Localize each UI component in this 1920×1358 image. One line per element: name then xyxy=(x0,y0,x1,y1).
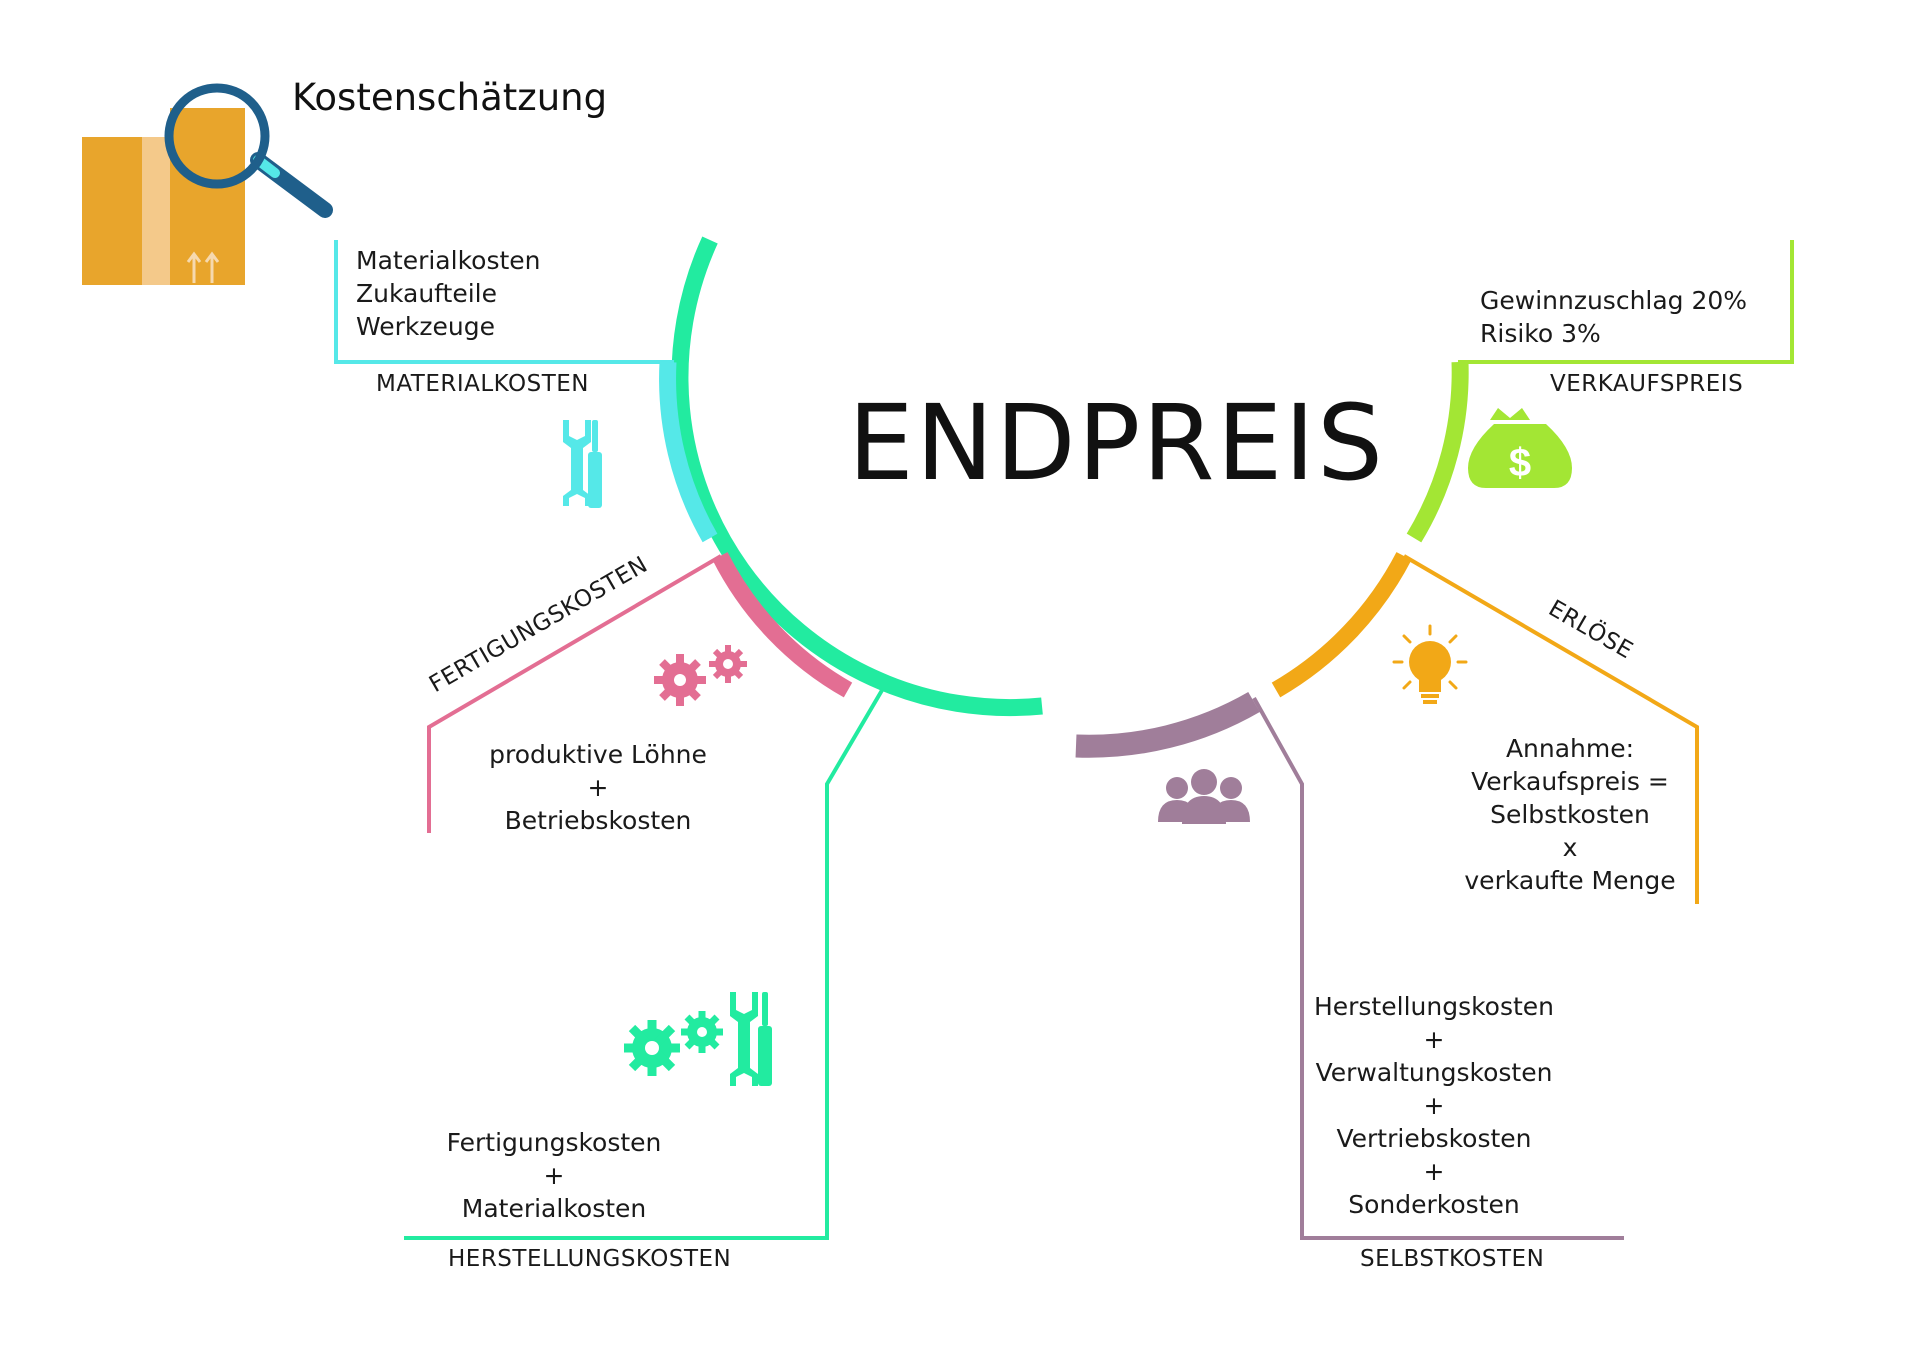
erloese-arc xyxy=(1271,552,1412,698)
selbstkosten-frame xyxy=(1252,697,1624,1240)
fertigungskosten-text: produktive Löhne + Betriebskosten xyxy=(480,738,716,837)
materialkosten-line: Zukaufteile xyxy=(356,279,497,308)
verkaufspreis-text: Gewinnzuschlag 20% Risiko 3% xyxy=(1480,284,1747,350)
herstellungskosten-frame xyxy=(404,678,890,1240)
erloese-text: Annahme: Verkaufspreis = Selbstkosten x … xyxy=(1456,732,1684,897)
materialkosten-line: Materialkosten xyxy=(356,246,541,275)
svg-text:$: $ xyxy=(1509,441,1531,485)
gears-tools-icon xyxy=(624,992,772,1086)
selbstkosten-text: Herstellungskosten + Verwaltungskosten +… xyxy=(1306,990,1562,1221)
box-magnifier-icon xyxy=(82,83,333,285)
herstellungskosten-line: Fertigungskosten xyxy=(446,1128,662,1157)
tools-icon xyxy=(563,420,602,508)
fertigungskosten-arc xyxy=(712,552,853,698)
money-bag-icon: $ xyxy=(1468,408,1572,488)
selbstkosten-line: Vertriebskosten xyxy=(1336,1124,1532,1153)
verkaufspreis-label: VERKAUFSPREIS xyxy=(1550,371,1744,397)
materialkosten-text: Materialkosten Zukaufteile Werkzeuge xyxy=(356,244,541,343)
herstellungskosten-line: Materialkosten xyxy=(461,1194,647,1223)
selbstkosten-line: Sonderkosten xyxy=(1348,1190,1520,1219)
selbstkosten-line: Verwaltungskosten xyxy=(1315,1058,1553,1087)
fertigungskosten-line: produktive Löhne xyxy=(489,740,707,769)
selbstkosten-line: + xyxy=(1423,1091,1445,1120)
endpreis-arc xyxy=(671,236,1043,717)
page-title: Kostenschätzung xyxy=(292,76,608,119)
verkaufspreis-frame xyxy=(1458,240,1794,364)
fertigungskosten-line: + xyxy=(587,773,609,802)
endpreis-label: ENDPREIS xyxy=(848,382,1385,504)
verkaufspreis-line: Gewinnzuschlag 20% xyxy=(1480,286,1748,315)
fertigungskosten-line: Betriebskosten xyxy=(504,806,692,835)
selbstkosten-line: + xyxy=(1423,1025,1445,1054)
erloese-line: Annahme: xyxy=(1505,734,1635,763)
materialkosten-label: MATERIALKOSTEN xyxy=(376,371,590,397)
erloese-frame xyxy=(1402,554,1699,904)
selbstkosten-label: SELBSTKOSTEN xyxy=(1360,1246,1545,1272)
selbstkosten-line: Herstellungskosten xyxy=(1313,992,1555,1021)
materialkosten-line: Werkzeuge xyxy=(356,312,495,341)
erloese-line: x xyxy=(1562,833,1578,862)
herstellungskosten-label: HERSTELLUNGSKOSTEN xyxy=(448,1246,732,1272)
herstellungskosten-line: + xyxy=(543,1161,565,1190)
erloese-line: Selbstkosten xyxy=(1490,800,1650,829)
verkaufspreis-arc xyxy=(1406,361,1469,543)
erloese-line: Verkaufspreis = xyxy=(1471,767,1669,796)
herstellungskosten-text: Fertigungskosten + Materialkosten xyxy=(440,1126,668,1225)
lightbulb-icon xyxy=(1392,624,1468,704)
people-icon xyxy=(1158,769,1250,824)
selbstkosten-line: + xyxy=(1423,1157,1445,1186)
selbstkosten-arc xyxy=(1075,692,1260,758)
verkaufspreis-line: Risiko 3% xyxy=(1480,319,1601,348)
materialkosten-arc xyxy=(659,361,718,543)
gears-icon xyxy=(654,645,747,706)
erloese-line: verkaufte Menge xyxy=(1464,866,1676,895)
fertigungskosten-frame xyxy=(427,554,723,833)
